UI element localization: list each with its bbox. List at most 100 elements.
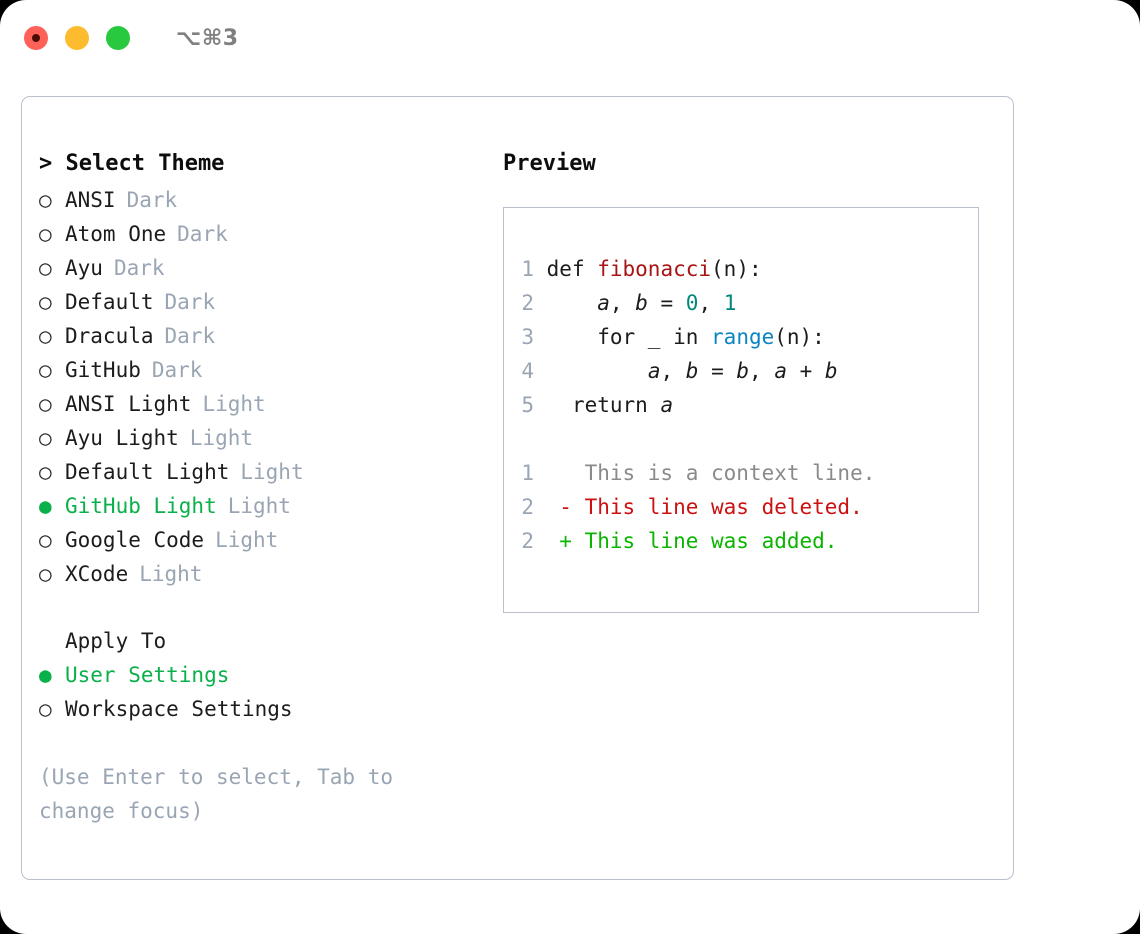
- radio-unselected-icon: ○: [39, 460, 52, 484]
- code-token: 0: [685, 291, 699, 315]
- theme-list-item[interactable]: ○ ANSI Light Light: [39, 387, 503, 421]
- theme-list-item[interactable]: ○ Default Dark: [39, 285, 503, 319]
- code-token: b: [635, 291, 648, 315]
- code-token: [547, 359, 648, 383]
- window-controls: [24, 26, 130, 50]
- code-token: b: [736, 359, 750, 383]
- diff-line: 2 - This line was deleted.: [520, 490, 978, 524]
- diff-line: 1 This is a context line.: [520, 456, 978, 490]
- code-line: 3 for _ in range(n):: [520, 320, 978, 354]
- radio-unselected-icon: ○: [39, 392, 52, 416]
- theme-name-label: Default Light: [65, 460, 230, 484]
- code-token: b: [685, 359, 699, 383]
- code-line: 4 a, b = b, a + b: [520, 354, 978, 388]
- radio-unselected-icon: ○: [39, 290, 52, 314]
- minimize-button[interactable]: [65, 26, 89, 50]
- theme-variant-tag: Light: [202, 392, 266, 416]
- radio-unselected-icon: ○: [39, 426, 52, 450]
- code-line: 1 def fibonacci(n):: [520, 252, 978, 286]
- apply-to-label: Workspace Settings: [65, 697, 293, 721]
- code-token: =: [647, 291, 686, 315]
- radio-selected-icon: ●: [39, 494, 52, 518]
- keyboard-hint-text: (Use Enter to select, Tab to change focu…: [39, 765, 394, 823]
- code-token: [547, 291, 598, 315]
- preview-column: Preview 1 def fibonacci(n):2 a, b = 0, 1…: [503, 147, 1003, 828]
- theme-name-label: Default: [65, 290, 154, 314]
- diff-text: + This line was added.: [534, 529, 838, 553]
- radio-selected-icon: ●: [39, 663, 52, 687]
- radio-unselected-icon: ○: [39, 324, 52, 348]
- select-theme-heading: > Select Theme: [39, 151, 225, 176]
- theme-variant-tag: Light: [240, 460, 304, 484]
- apply-to-option[interactable]: ○ Workspace Settings: [39, 692, 503, 726]
- code-token: return: [546, 393, 661, 417]
- code-token: ,: [698, 291, 724, 315]
- maximize-button[interactable]: [106, 26, 130, 50]
- title-bar: ⌥⌘3: [0, 0, 1140, 76]
- line-number: 3: [521, 325, 534, 349]
- diff-sample: 1 This is a context line.2 - This line w…: [520, 456, 978, 558]
- diff-text: This is a context line.: [534, 461, 876, 485]
- apply-to-option[interactable]: ● User Settings: [39, 658, 503, 692]
- code-token: (n):: [711, 257, 762, 281]
- apply-to-label: User Settings: [65, 663, 230, 687]
- theme-name-label: XCode: [65, 562, 129, 586]
- theme-variant-tag: Dark: [126, 188, 178, 212]
- line-number: 1: [521, 257, 534, 281]
- keyboard-shortcut-label: ⌥⌘3: [176, 25, 239, 51]
- code-token: ,: [749, 359, 775, 383]
- code-token: b: [824, 359, 838, 383]
- code-token: =: [698, 359, 737, 383]
- line-number: 4: [521, 359, 534, 383]
- theme-variant-tag: Dark: [164, 290, 216, 314]
- close-button[interactable]: [24, 26, 48, 50]
- theme-name-label: GitHub: [65, 358, 141, 382]
- theme-variant-tag: Light: [227, 494, 291, 518]
- theme-variant-tag: Light: [189, 426, 254, 450]
- preview-heading: Preview: [503, 151, 596, 176]
- diff-line: 2 + This line was added.: [520, 524, 978, 558]
- line-number: 2: [521, 495, 534, 519]
- radio-unselected-icon: ○: [39, 188, 52, 212]
- theme-name-label: Atom One: [65, 222, 167, 246]
- code-token: a: [774, 359, 787, 383]
- theme-name-label: Google Code: [65, 528, 205, 552]
- code-token: def: [546, 257, 598, 281]
- radio-unselected-icon: ○: [39, 358, 52, 382]
- code-token: for _ in: [546, 325, 712, 349]
- apply-to-heading: Apply To: [65, 629, 167, 653]
- radio-unselected-icon: ○: [39, 256, 52, 280]
- radio-unselected-icon: ○: [39, 562, 52, 586]
- line-number: 1: [521, 461, 534, 485]
- apply-to-list[interactable]: ● User Settings ○ Workspace Settings: [39, 658, 503, 726]
- code-line: 2 a, b = 0, 1: [520, 286, 978, 320]
- code-token: ,: [609, 291, 636, 315]
- code-token: range: [711, 325, 775, 349]
- code-token: a: [597, 291, 610, 315]
- code-token: a: [647, 359, 661, 383]
- theme-variant-tag: Dark: [113, 256, 165, 280]
- radio-unselected-icon: ○: [39, 528, 52, 552]
- theme-name-label: ANSI Light: [65, 392, 192, 416]
- radio-unselected-icon: ○: [39, 222, 52, 246]
- theme-list-item[interactable]: ○ GitHub Dark: [39, 353, 503, 387]
- code-token: a: [660, 393, 674, 417]
- theme-variant-tag: Dark: [151, 358, 203, 382]
- code-token: +: [786, 359, 825, 383]
- code-token: ,: [660, 359, 686, 383]
- radio-unselected-icon: ○: [39, 697, 52, 721]
- theme-list-item[interactable]: ○ Default Light Light: [39, 455, 503, 489]
